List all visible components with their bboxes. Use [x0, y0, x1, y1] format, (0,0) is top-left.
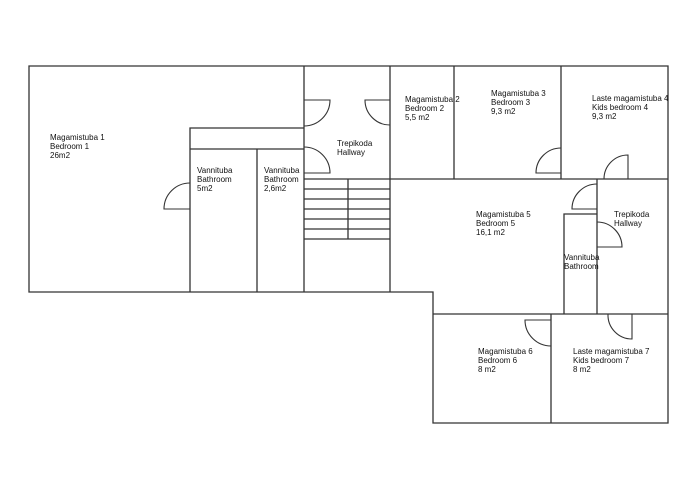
bathroom-block [189, 127, 304, 292]
door-icon[interactable] [596, 221, 623, 248]
door-icon[interactable] [607, 313, 633, 340]
bathroom3-wall [563, 213, 597, 314]
door-icon[interactable] [603, 154, 629, 180]
door-icon[interactable] [303, 146, 331, 174]
door-icon[interactable] [163, 182, 191, 210]
door-icon[interactable] [571, 183, 598, 210]
doors [163, 99, 633, 347]
door-icon[interactable] [535, 147, 562, 174]
door-icon[interactable] [524, 319, 552, 347]
door-icon[interactable] [303, 99, 331, 127]
outer-wall [28, 65, 669, 424]
staircase [304, 179, 390, 240]
walls [28, 65, 669, 424]
door-icon[interactable] [364, 99, 391, 126]
